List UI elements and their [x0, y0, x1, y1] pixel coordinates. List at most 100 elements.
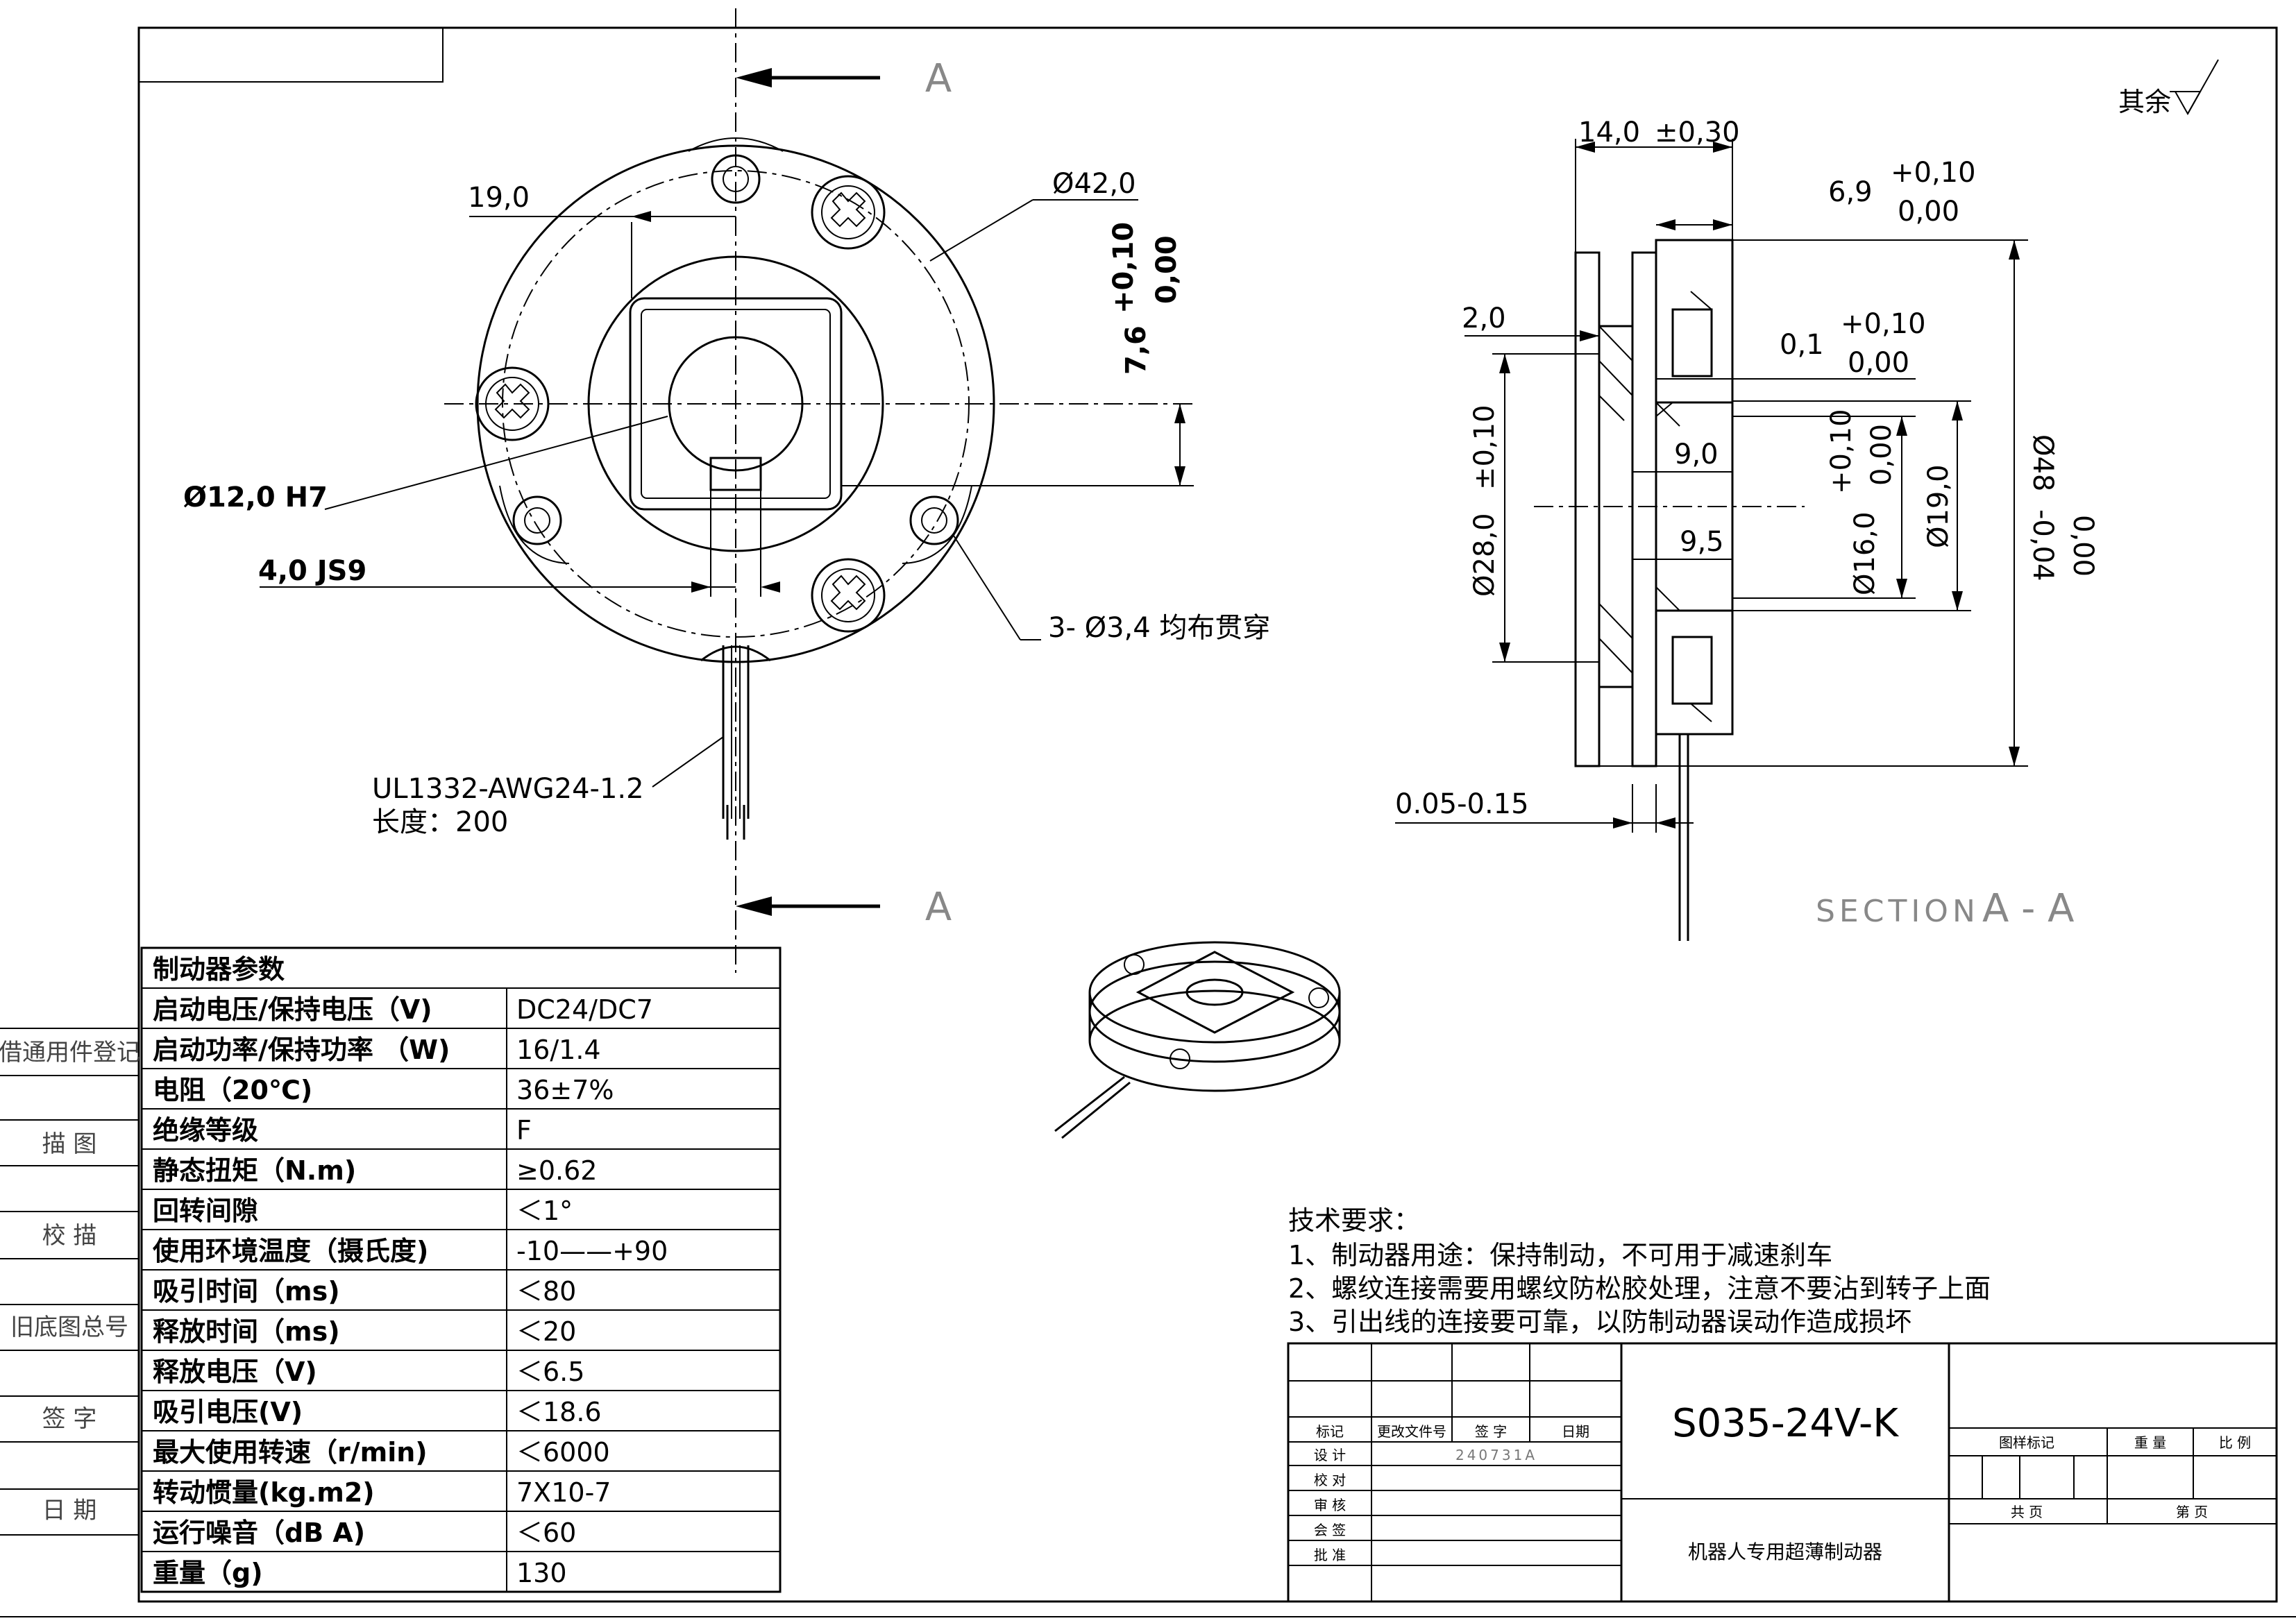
dim-9-5: 9,5 [1680, 526, 1724, 558]
dim-phi16-lower: 0,00 [1866, 424, 1898, 486]
param-value: 16/1.4 [516, 1035, 601, 1065]
param-name: 运行噪音（dB A) [153, 1518, 365, 1548]
tb-row-check: 校 对 [1314, 1472, 1346, 1488]
params-table: 制动器参数 启动电压/保持电压（V) DC24/DC7 启动功率/保持功率 （W… [140, 946, 782, 1593]
part-name: 机器人专用超薄制动器 [1688, 1540, 1882, 1563]
param-value: ＜1° [516, 1196, 573, 1226]
dim-bore: Ø12,0 H7 [183, 482, 328, 513]
tb-col-date: 日期 [1562, 1423, 1589, 1440]
dim-6-9-lower: 0,00 [1898, 196, 1959, 228]
tb-row-countersign: 会 签 [1314, 1522, 1346, 1538]
front-view: A A [183, 8, 1270, 973]
side-strip: 借通用件登记 描 图 校 描 旧底图总号 签 字 日 期 [0, 1028, 140, 1536]
title-block: S035-24V-K 机器人专用超薄制动器 标记 更改文件号 签 字 日期 设 … [1287, 1342, 2278, 1603]
tb-weight: 重 量 [2134, 1434, 2166, 1451]
dim-phi48-upper: 0,00 [2067, 515, 2099, 577]
tb-pattern-mark: 图样标记 [1999, 1434, 2054, 1451]
dim-phi19: Ø19,0 [1923, 464, 1955, 548]
tb-row-review: 审 核 [1314, 1497, 1346, 1513]
param-name: 转动惯量(kg.m2) [153, 1477, 375, 1508]
section-mark-top: A [925, 56, 952, 101]
side-strip-label: 旧底图总号 [10, 1314, 128, 1341]
roughness-label: 其余 [2118, 87, 2171, 117]
wire-spec: UL1332-AWG24-1.2 [372, 773, 644, 805]
tech-note-item: 1、制动器用途：保持制动，不可用于减速刹车 [1288, 1240, 1832, 1271]
param-name: 吸引时间（ms) [153, 1276, 340, 1307]
dim-0-1-upper: +0,10 [1841, 308, 1926, 340]
dim-phi16-upper: +0,10 [1825, 409, 1857, 494]
param-value: F [516, 1115, 532, 1146]
param-value: 130 [516, 1558, 567, 1588]
param-name: 绝缘等级 [153, 1115, 258, 1146]
dim-0-1-lower: 0,00 [1848, 347, 1909, 379]
dim-0-1: 0,1 [1780, 329, 1824, 361]
param-value: ≥0.62 [516, 1155, 597, 1186]
dim-phi28-tol: ±0,10 [1469, 405, 1501, 490]
param-name: 静态扭矩（N.m) [153, 1155, 356, 1186]
tb-row-approve: 批 准 [1314, 1547, 1346, 1563]
tb-total: 共 页 [2011, 1504, 2043, 1520]
param-value: ＜18.6 [516, 1397, 602, 1427]
dim-14-tol: ±0,30 [1655, 117, 1740, 148]
param-name: 启动电压/保持电压（V) [153, 994, 432, 1025]
dim-9: 9,0 [1674, 439, 1719, 470]
param-value: 36±7% [516, 1075, 614, 1105]
tb-col-sign: 签 字 [1475, 1423, 1507, 1440]
param-value: -10——+90 [516, 1236, 668, 1266]
wire-length: 长度：200 [372, 806, 508, 838]
tech-notes-title: 技术要求： [1288, 1205, 1420, 1236]
section-view: 14,0 ±0,30 6,9 +0,10 0,00 2,0 0,1 +0,10 … [1395, 117, 2099, 941]
tb-row-design: 设 计 [1314, 1447, 1346, 1463]
dim-6-9: 6,9 [1828, 176, 1873, 208]
dim-6-9-upper: +0,10 [1891, 157, 1976, 189]
side-strip-label: 日 期 [42, 1497, 97, 1524]
param-value: ＜6000 [516, 1437, 610, 1468]
tech-note-item: 2、螺纹连接需要用螺纹防松胶处理，注意不要沾到转子上面 [1288, 1273, 1991, 1304]
part-number: S035-24V-K [1672, 1401, 1899, 1446]
dim-phi42: Ø42,0 [1052, 168, 1136, 200]
param-name: 吸引电压(V) [153, 1397, 303, 1427]
section-mark-bottom: A [925, 885, 952, 930]
dim-14: 14,0 [1578, 117, 1640, 148]
dim-gap: 0.05-0.15 [1395, 788, 1529, 820]
param-value: ＜60 [516, 1518, 576, 1548]
param-value: ＜20 [516, 1316, 576, 1347]
side-strip-label: 借通用件登记 [0, 1039, 140, 1067]
tb-design-date: 240731A [1455, 1447, 1537, 1463]
tb-col-change: 更改文件号 [1377, 1423, 1446, 1440]
isometric-view [1054, 941, 1341, 1139]
dim-phi48: Ø48 [2027, 434, 2059, 491]
param-name: 最大使用转速（r/min) [153, 1437, 428, 1468]
tb-col-mark: 标记 [1316, 1423, 1344, 1440]
param-name: 电阻（20℃) [153, 1075, 312, 1105]
dim-phi16: Ø16,0 [1849, 511, 1881, 595]
param-value: ＜80 [516, 1276, 576, 1307]
section-label: SECTION [1816, 894, 1980, 929]
dim-7-6-lower: 0,00 [1151, 235, 1183, 304]
section-letters: A - A [1982, 886, 2074, 931]
param-name: 释放电压（V) [153, 1357, 317, 1387]
params-header: 制动器参数 [153, 954, 285, 985]
roughness-symbol: 其余 [2118, 59, 2219, 117]
dim-7-6: 7,6 [1120, 325, 1152, 375]
holes-note: 3- Ø3,4 均布贯穿 [1048, 612, 1270, 644]
dim-7-6-upper: +0,10 [1108, 222, 1140, 314]
param-name: 启动功率/保持功率 （W) [153, 1035, 450, 1065]
param-value: 7X10-7 [516, 1477, 611, 1508]
dim-phi48-lower: -0,04 [2027, 509, 2059, 581]
dim-2: 2,0 [1462, 303, 1506, 334]
dim-phi28: Ø28,0 [1469, 513, 1501, 597]
dim-19: 19,0 [468, 182, 530, 214]
side-strip-label: 描 图 [42, 1130, 97, 1158]
param-value: DC24/DC7 [516, 994, 653, 1025]
param-name: 释放时间（ms) [153, 1316, 340, 1347]
drawing-border [137, 26, 2278, 1603]
side-strip-label: 校 描 [42, 1222, 97, 1250]
param-name: 回转间隙 [153, 1196, 258, 1226]
param-name: 重量（g) [153, 1558, 263, 1588]
tech-notes: 技术要求： 1、制动器用途：保持制动，不可用于减速刹车 2、螺纹连接需要用螺纹防… [1288, 1205, 1991, 1337]
tech-note-item: 3、引出线的连接要可靠，以防制动器误动作造成损坏 [1288, 1307, 1911, 1337]
side-strip-label: 签 字 [42, 1405, 97, 1433]
param-name: 使用环境温度（摄氏度) [153, 1236, 428, 1266]
param-value: ＜6.5 [516, 1357, 584, 1387]
